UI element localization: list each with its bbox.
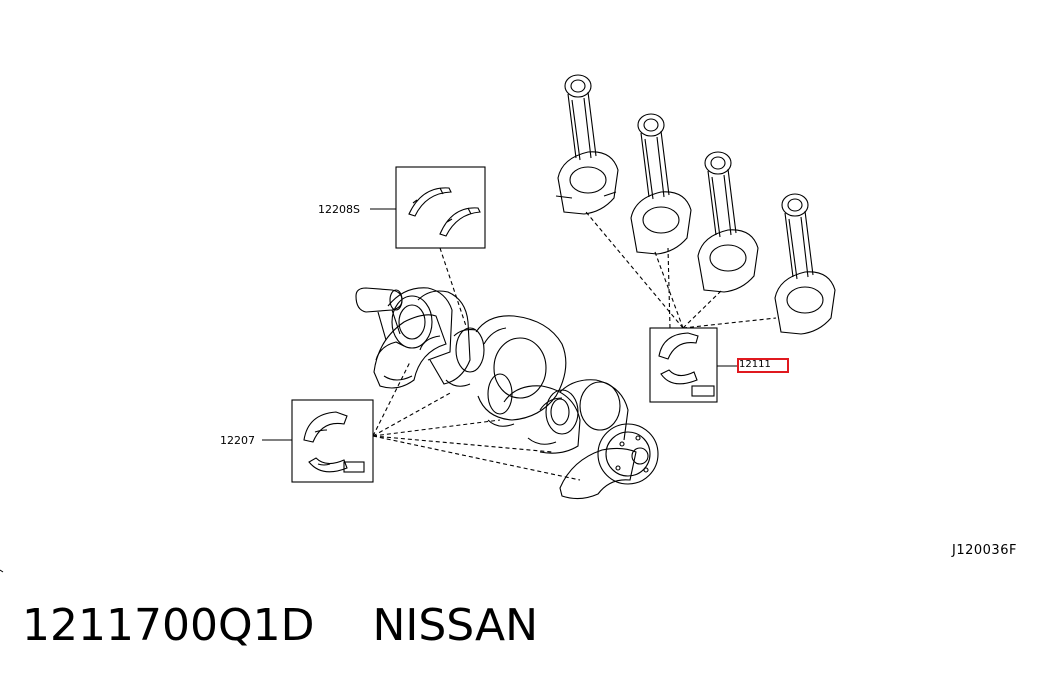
diagram-reference-code: J120036F xyxy=(952,543,1017,558)
brand-name: NISSAN xyxy=(372,600,539,651)
highlight-box xyxy=(737,358,789,373)
label-main-bearing: 12207 xyxy=(220,434,255,447)
crankshaft xyxy=(355,287,659,500)
caption: 1211700Q1D NISSAN xyxy=(22,600,538,651)
label-rod-bearing: 12111 xyxy=(739,359,771,370)
connecting-rods xyxy=(555,74,836,335)
label-leaders xyxy=(262,208,737,441)
leader-lines xyxy=(372,211,777,481)
corner-mark xyxy=(0,569,4,573)
thrust-washer-box xyxy=(395,166,486,249)
rod-bearing-box xyxy=(649,327,718,403)
label-thrust-washer: 12208S xyxy=(318,203,360,216)
main-bearing-box xyxy=(291,399,374,483)
part-number: 1211700Q1D xyxy=(22,600,315,651)
